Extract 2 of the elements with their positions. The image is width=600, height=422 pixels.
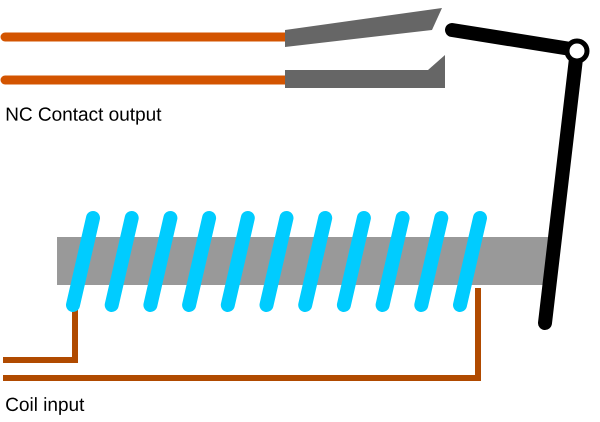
label-text: Coil input: [6, 397, 84, 415]
label-text: NC Contact output: [6, 107, 162, 125]
